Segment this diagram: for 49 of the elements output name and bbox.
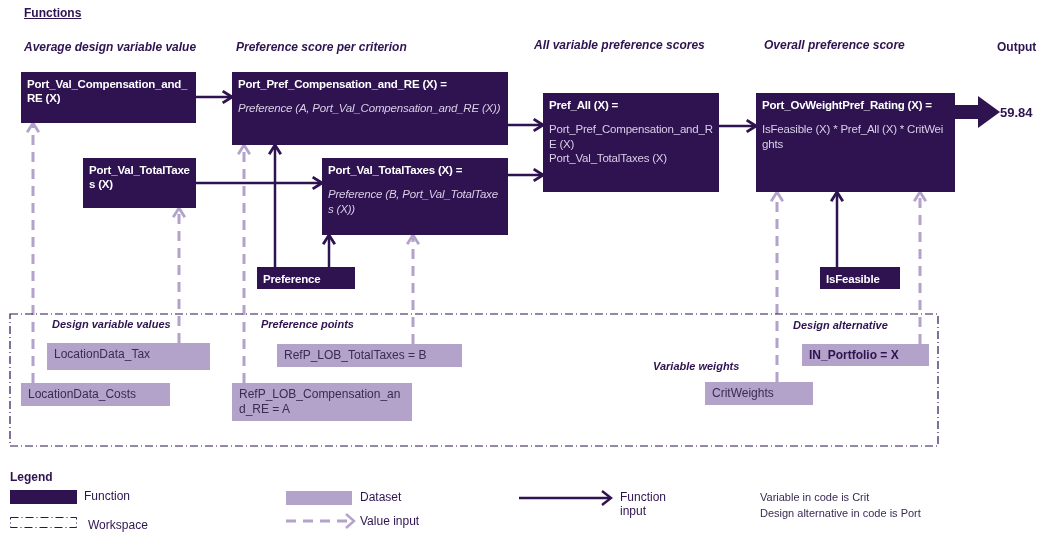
arrow bbox=[719, 118, 758, 134]
output-value: 59.84 bbox=[1000, 102, 1044, 124]
arrow bbox=[196, 175, 324, 191]
note: Design alternative in code is Port bbox=[760, 507, 921, 519]
workspace-frame bbox=[10, 314, 938, 446]
function-box: Port_OvWeightPref_Rating (X) = IsFeasible (X) * Pref_All (X) * CritWeights bbox=[756, 93, 955, 192]
arrow bbox=[267, 143, 283, 267]
function-box: Port_Val_TotalTaxes (X) bbox=[83, 158, 196, 208]
heading: Preference points bbox=[261, 318, 354, 330]
arrow bbox=[508, 117, 545, 133]
dataset-box: RefP_LOB_Compensation_and_RE = A bbox=[232, 383, 412, 421]
function-box: Port_Pref_Compensation_and_RE (X) = Preference (A, Port_Val_Compensation_and_RE (X)) bbox=[232, 72, 508, 145]
dashed-arrow bbox=[25, 121, 41, 383]
function-box: Port_Val_Compensation_and_RE (X) bbox=[21, 72, 196, 123]
heading: Overall preference score bbox=[764, 38, 905, 52]
heading: Design variable values bbox=[52, 318, 171, 330]
heading: Preference score per criterion bbox=[236, 40, 407, 54]
arrow bbox=[508, 167, 545, 183]
dashed-arrow bbox=[912, 190, 928, 344]
dataset-box: LocationData_Tax bbox=[47, 343, 210, 370]
heading: Output bbox=[997, 40, 1037, 54]
legend-label: Function input bbox=[620, 490, 668, 519]
arrow bbox=[196, 89, 234, 105]
function-box: Pref_All (X) = Port_Pref_Compensation_and_RE (X) Port_Val_TotalTaxes (X) bbox=[543, 93, 719, 192]
legend-label: Function bbox=[84, 489, 131, 504]
heading: All variable preference scores bbox=[534, 38, 705, 52]
function-box: Preference bbox=[257, 267, 355, 289]
heading: Legend bbox=[10, 470, 53, 484]
heading: Design alternative bbox=[793, 319, 888, 331]
dataset-box: RefP_LOB_TotalTaxes = B bbox=[277, 344, 462, 367]
heading: Average design variable value bbox=[24, 40, 197, 54]
arrow bbox=[829, 190, 845, 267]
dashed-arrow bbox=[236, 143, 252, 383]
function-box: IsFeasible bbox=[820, 267, 900, 289]
dataset-box: IN_Portfolio = X bbox=[802, 344, 929, 366]
title: Functions bbox=[24, 6, 82, 20]
dashed-arrow bbox=[769, 190, 785, 382]
dataset-box: LocationData_Costs bbox=[21, 383, 170, 406]
note: Variable in code is Crit bbox=[760, 491, 870, 503]
legend-label: Workspace bbox=[88, 518, 148, 533]
legend-label: Value input bbox=[360, 514, 420, 529]
dashed-arrow bbox=[405, 233, 421, 344]
arrow bbox=[321, 233, 337, 267]
function-box: Port_Val_TotalTaxes (X) = Preference (B, Port_Val_TotalTaxes (X)) bbox=[322, 158, 508, 235]
output-arrow bbox=[955, 96, 1000, 128]
heading: Variable weights bbox=[653, 360, 740, 372]
dataset-box: CritWeights bbox=[705, 382, 813, 405]
dashed-arrow bbox=[171, 206, 187, 343]
legend-label: Dataset bbox=[360, 490, 402, 505]
